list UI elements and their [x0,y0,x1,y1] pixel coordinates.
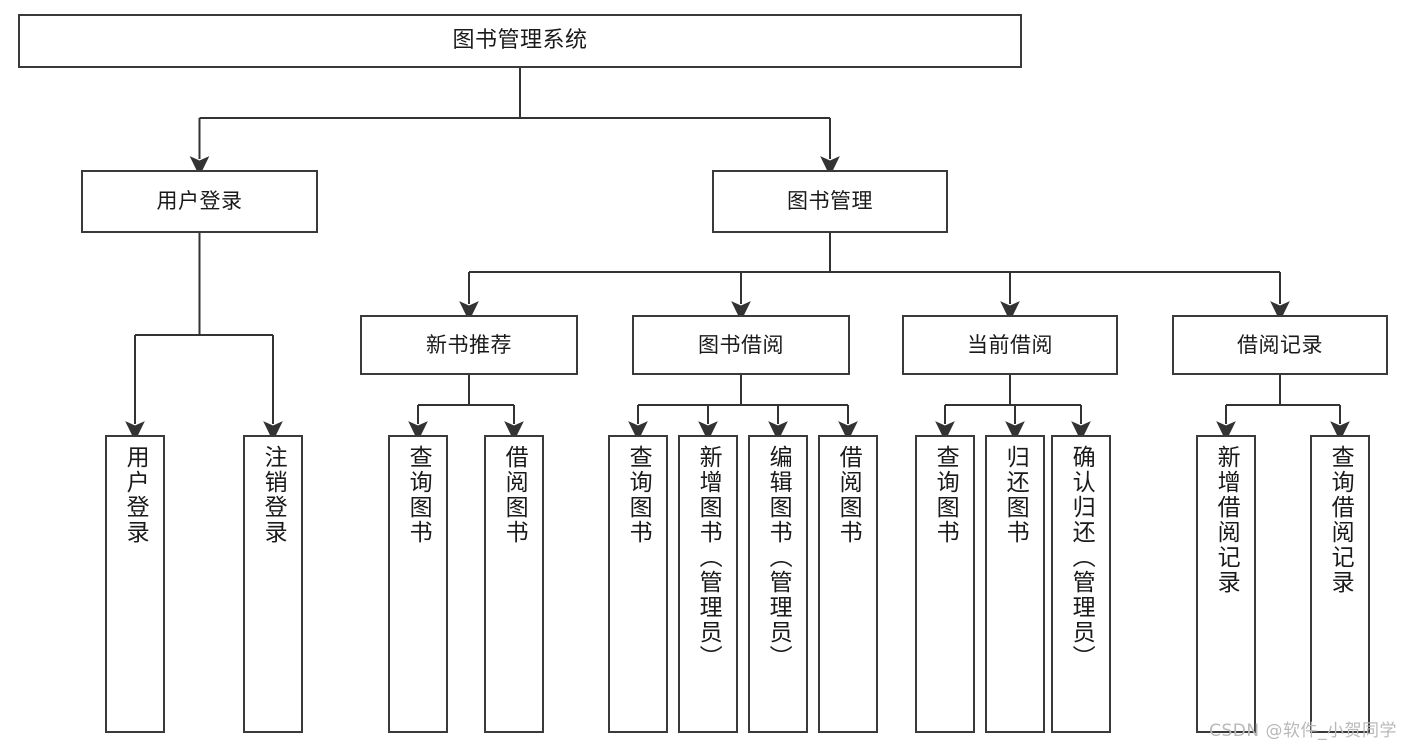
node-leaf-login-2[interactable]: 注销登录 [243,435,303,733]
node-bookmgmt[interactable]: 图书管理 [712,170,948,233]
node-label: 借阅记录 [1237,332,1323,357]
node-label: 借阅图书 [835,445,862,545]
node-login[interactable]: 用户登录 [81,170,318,233]
node-label: 新书推荐 [426,332,512,357]
node-label: 新增借阅记录 [1213,445,1240,595]
node-leaf-borrow-2[interactable]: 新增图书（管理员） [678,435,738,733]
node-label: 图书借阅 [698,332,784,357]
node-leaf-cur-3[interactable]: 确认归还（管理员） [1051,435,1111,733]
node-leaf-rec-2[interactable]: 查询借阅记录 [1310,435,1370,733]
node-root[interactable]: 图书管理系统 [18,14,1022,68]
node-label: 注销登录 [260,445,287,545]
node-leaf-borrow-3[interactable]: 编辑图书（管理员） [748,435,808,733]
node-label: 查询图书 [932,445,959,545]
node-label: 当前借阅 [967,332,1053,357]
node-label: 归还图书 [1002,445,1029,545]
node-label: 查询图书 [625,445,652,545]
node-label: 用户登录 [156,189,243,214]
node-label: 新增图书（管理员） [695,445,722,670]
node-leaf-login-1[interactable]: 用户登录 [105,435,165,733]
node-label: 借阅图书 [501,445,528,545]
node-leaf-new-1[interactable]: 查询图书 [388,435,448,733]
node-label: 查询图书 [405,445,432,545]
node-leaf-cur-2[interactable]: 归还图书 [985,435,1045,733]
node-label: 图书管理系统 [452,28,588,54]
node-borrow[interactable]: 图书借阅 [632,315,850,375]
node-leaf-rec-1[interactable]: 新增借阅记录 [1196,435,1256,733]
node-leaf-cur-1[interactable]: 查询图书 [915,435,975,733]
node-records[interactable]: 借阅记录 [1172,315,1388,375]
node-leaf-borrow-4[interactable]: 借阅图书 [818,435,878,733]
node-label: 编辑图书（管理员） [765,445,792,670]
node-leaf-borrow-1[interactable]: 查询图书 [608,435,668,733]
node-label: 确认归还（管理员） [1068,445,1095,670]
node-label: 图书管理 [787,189,873,214]
node-label: 用户登录 [122,445,149,545]
node-label: 查询借阅记录 [1327,445,1354,595]
node-newbook[interactable]: 新书推荐 [360,315,578,375]
node-leaf-new-2[interactable]: 借阅图书 [484,435,544,733]
node-current[interactable]: 当前借阅 [902,315,1118,375]
